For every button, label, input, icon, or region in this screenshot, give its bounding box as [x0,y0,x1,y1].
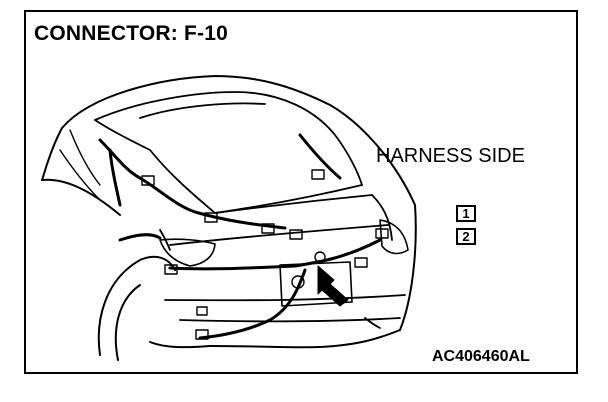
figure-code: AC406460AL [432,348,530,365]
connector-pin-2: 2 [456,228,476,245]
tail-lamps [159,219,409,267]
connector-pin-1: 1 [456,205,476,222]
side-window [59,129,101,201]
rear-wheel [97,255,176,361]
harness-side-label: HARNESS SIDE [376,145,525,167]
tailgate [159,194,393,251]
pointer-arrow [317,265,349,307]
license-plate-recess [279,261,353,307]
rear-window [94,91,363,214]
car-body-outline [41,75,417,349]
connector-title: CONNECTOR: F-10 [34,22,228,45]
bumper [164,294,406,329]
harness-connectors [141,169,389,340]
wiring-harness [98,133,382,340]
